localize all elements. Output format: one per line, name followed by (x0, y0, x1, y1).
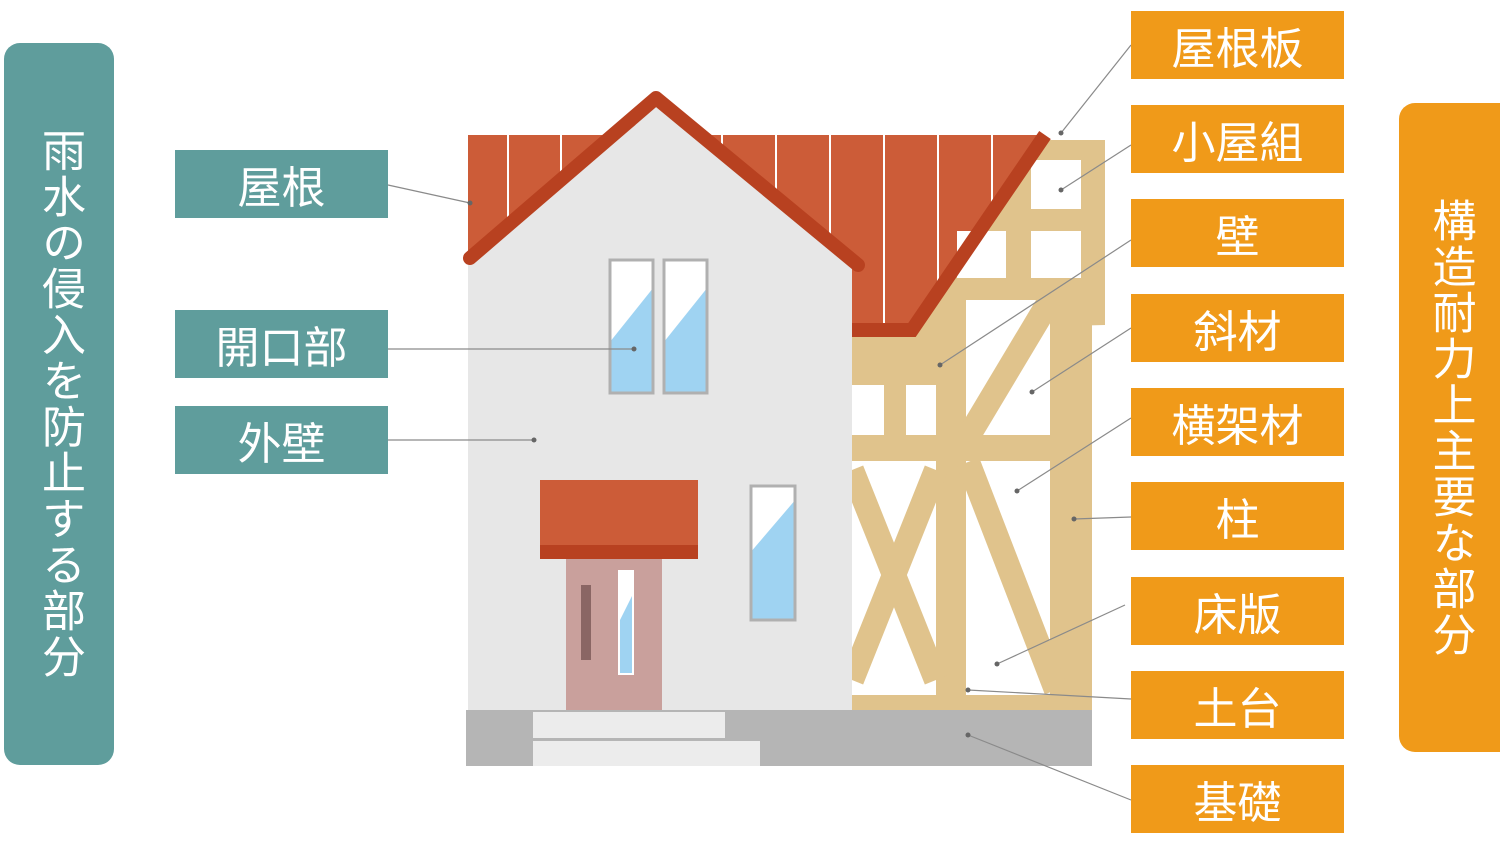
roof-edge-gable (463, 91, 865, 272)
awning-edge (540, 545, 698, 559)
leader-lines (387, 44, 1132, 801)
structural-parts-group: 構造耐力上主要な部分 (1399, 103, 1500, 752)
label-foundation: 基礎 (1131, 765, 1344, 833)
leader-dots (467, 130, 1077, 738)
window-single (749, 484, 797, 622)
structural-group-title: 構造耐力上主要な部分 (1424, 197, 1476, 658)
label-roof: 屋根 (175, 150, 388, 218)
window-double (608, 258, 709, 395)
roof-edge-right (852, 131, 1051, 337)
roof-panel (468, 100, 1045, 330)
label-exterior-wall: 外壁 (175, 406, 388, 474)
label-roof-truss: 小屋組 (1131, 105, 1344, 173)
rainwater-group-title: 雨水の侵入を防止する部分 (34, 128, 85, 680)
label-wall: 壁 (1131, 199, 1344, 267)
label-horizontal-member: 横架材 (1131, 388, 1344, 456)
label-openings: 開口部 (175, 310, 388, 378)
label-sill: 土台 (1131, 671, 1344, 739)
door-awning (540, 480, 698, 548)
front-door (566, 559, 662, 710)
label-roof-board: 屋根板 (1131, 11, 1344, 79)
label-floor-slab: 床版 (1131, 577, 1344, 645)
step-lower (533, 741, 760, 766)
label-column: 柱 (1131, 482, 1344, 550)
rainwater-prevention-group: 雨水の侵入を防止する部分 (4, 43, 114, 765)
wood-frame (840, 140, 1105, 710)
step-upper (533, 712, 725, 738)
label-brace: 斜材 (1131, 294, 1344, 362)
